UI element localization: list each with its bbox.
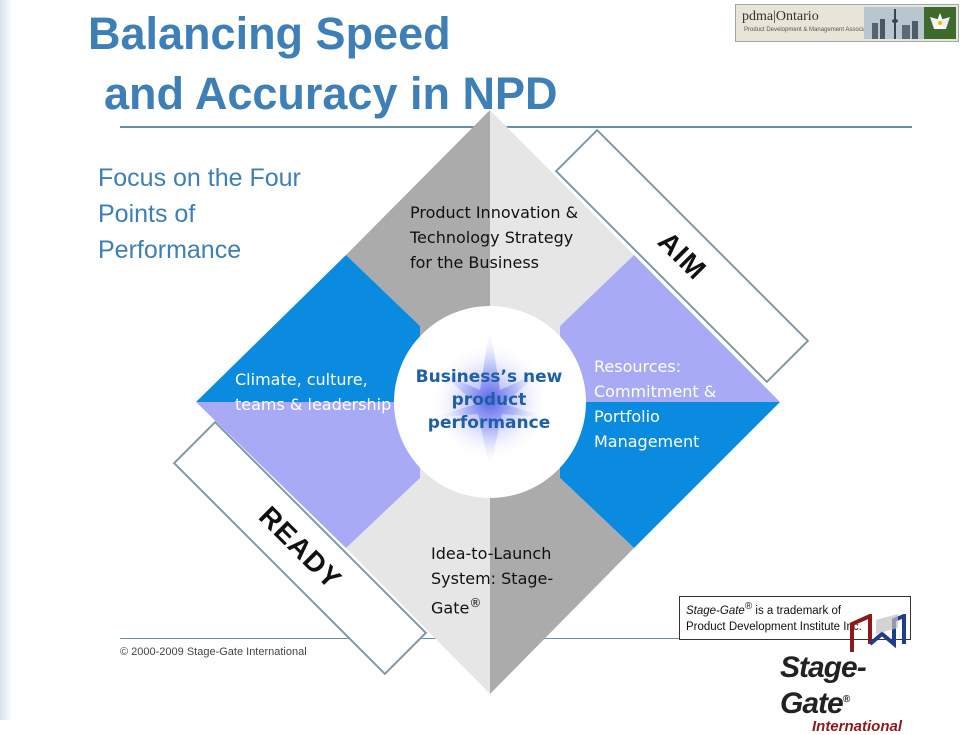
logo-tm: ® xyxy=(842,694,850,705)
trademark-mark: ® xyxy=(744,601,753,612)
center-performance-text: Business’s new product performance xyxy=(415,367,563,433)
right-quadrant-bottom xyxy=(560,402,780,548)
trademark-brand: Stage-Gate xyxy=(686,604,745,617)
title-line-2: and Accuracy in NPD xyxy=(104,68,558,119)
stage-gate-logo: Stage-Gate® International xyxy=(780,652,930,735)
registered-mark: ® xyxy=(469,596,482,610)
trademark-notice: Stage-Gate® is a trademark of Product De… xyxy=(679,596,911,640)
pdma-name: pdma xyxy=(742,9,774,24)
toronto-skyline-icon xyxy=(864,7,956,39)
performance-diamond xyxy=(196,110,780,694)
top-quadrant-right xyxy=(490,110,634,255)
focus-subtitle: Focus on the Four Points of Performance xyxy=(98,164,301,264)
quadrant-right-text: Resources: Commitment & Portfolio Manage… xyxy=(594,357,717,451)
left-gradient-bar xyxy=(0,0,12,720)
quadrant-bottom-label: Idea-to-Launch System: Stage-Gate xyxy=(431,544,554,618)
stage-gate-emblem-icon xyxy=(850,614,906,652)
logo-name: Stage-Gate xyxy=(780,651,867,720)
trademark-line-2: Product Development Institute Inc. xyxy=(686,620,862,633)
top-quadrant-left xyxy=(346,110,490,255)
pdma-subtext: Product Development & Management Associa… xyxy=(744,27,877,33)
left-quadrant-bottom xyxy=(196,402,420,548)
copyright-text: © 2000-2009 Stage-Gate International xyxy=(120,646,307,658)
pdma-ontario-logo: pdma|Ontario Product Development & Manag… xyxy=(735,4,959,42)
title-line-1: Balancing Speed xyxy=(88,8,451,59)
quadrant-left-text: Climate, culture, teams & leadership xyxy=(235,370,392,414)
logo-international: International xyxy=(811,718,902,735)
left-quadrant-top xyxy=(196,255,420,402)
pdma-region: Ontario xyxy=(775,9,819,24)
quadrant-bottom-text: Idea-to-Launch System: Stage-Gate® xyxy=(431,541,591,620)
slide-title: Balancing Speed and Accuracy in NPD xyxy=(88,4,557,124)
quadrant-top-text: Product Innovation & Technology Strategy… xyxy=(410,203,579,272)
trademark-line-1: is a trademark of xyxy=(752,604,842,617)
right-quadrant-top xyxy=(560,255,780,402)
top-divider xyxy=(120,126,912,128)
